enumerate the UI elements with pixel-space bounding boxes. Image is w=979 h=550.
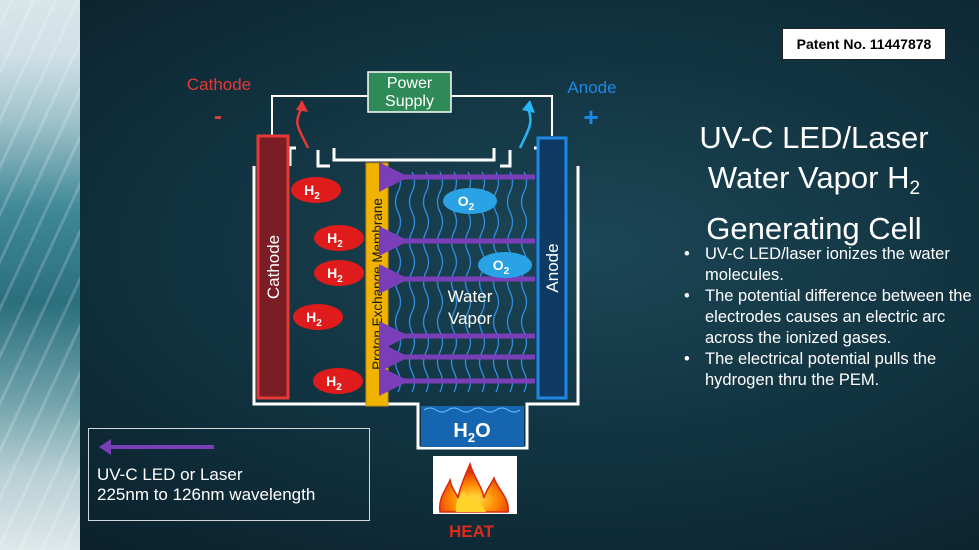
anode-top-label: Anode: [567, 78, 616, 97]
h2-bubble: H2: [313, 368, 363, 394]
svg-text:O2: O2: [458, 193, 475, 213]
bullet-item: The electrical potential pulls the hydro…: [680, 349, 972, 391]
flame-icon: [438, 461, 509, 513]
legend-line-2: 225nm to 126nm wavelength: [97, 485, 316, 504]
slide-title: UV-C LED/Laser Water Vapor H2 Generating…: [664, 118, 964, 249]
vapor-wave: [506, 171, 514, 393]
svg-text:H2: H2: [327, 230, 343, 250]
hydrogen-outlet-arrowhead: [296, 100, 308, 112]
vapor-wave: [408, 171, 416, 393]
cell-outline: [252, 166, 580, 450]
h2-bubble: H2: [314, 225, 364, 251]
wave-image: [0, 0, 80, 550]
bullet-list: UV-C LED/laser ionizes the water molecul…: [680, 244, 972, 391]
title-line-1: UV-C LED/Laser: [699, 120, 929, 155]
h2-bubble: H2: [291, 177, 341, 203]
heat-label: HEAT: [449, 522, 495, 541]
vapor-wave: [394, 171, 402, 393]
svg-text:H2: H2: [304, 182, 320, 202]
cell-lid-vent-left: [316, 150, 330, 168]
power-supply-label-2: Supply: [385, 93, 434, 110]
power-supply-label-1: Power: [387, 75, 433, 92]
power-supply-box: [367, 71, 452, 113]
water-surface: [423, 407, 521, 413]
water-vapor-label-1: Water: [448, 287, 493, 306]
cathode-electrode-label: Cathode: [264, 235, 283, 299]
svg-text:H2: H2: [306, 309, 322, 329]
hydrogen-outlet-arrow: [296, 107, 310, 149]
svg-text:O2: O2: [493, 257, 510, 277]
cathode-top-label: Cathode: [187, 75, 251, 94]
vapor-wave: [422, 171, 430, 393]
cell-lid-left: [288, 146, 296, 166]
bullet-item: The potential difference between the ele…: [680, 286, 972, 349]
oxygen-outlet-arrow: [518, 107, 532, 149]
cell-lid-vent-right: [500, 150, 512, 168]
laser-arrows: [379, 162, 535, 396]
cathode-electrode: [256, 134, 290, 400]
anode-electrode: [536, 136, 568, 400]
vapor-wave: [492, 171, 500, 393]
vapor-wave: [436, 171, 444, 393]
legend-box: UV-C LED or Laser 225nm to 126nm wavelen…: [88, 428, 370, 521]
svg-text:H2: H2: [326, 373, 342, 393]
water-reservoir: [421, 406, 524, 447]
title-line-2: Water Vapor H2: [707, 160, 921, 199]
svg-text:H2: H2: [327, 265, 343, 285]
vapor-wave: [520, 171, 528, 393]
anode-wire: [451, 95, 553, 136]
cell-lid-center: [332, 148, 496, 162]
laser-legend-arrow: [99, 439, 214, 455]
cathode-wire: [271, 95, 368, 136]
cathode-minus-sign: -: [214, 103, 222, 130]
h2-bubble: H2: [314, 260, 364, 286]
o2-bubble: O2: [443, 188, 497, 214]
water-vapor-label-2: Vapor: [448, 309, 492, 328]
anode-plus-sign: +: [583, 102, 598, 132]
h2o-label: H2O: [453, 420, 490, 445]
o2-bubble: O2: [478, 252, 532, 278]
legend-line-1: UV-C LED or Laser: [97, 465, 243, 484]
oxygen-outlet-arrowhead: [522, 100, 535, 113]
patent-number: Patent No. 11447878: [782, 28, 946, 60]
bullet-item: UV-C LED/laser ionizes the water molecul…: [680, 244, 972, 286]
legend-text: UV-C LED or Laser 225nm to 126nm wavelen…: [97, 465, 315, 505]
anode-electrode-label: Anode: [543, 243, 562, 292]
membrane-label: Proton Exchange Membrane: [370, 198, 385, 370]
title-line-3: Generating Cell: [706, 211, 922, 246]
h2-bubble: H2: [293, 304, 343, 330]
